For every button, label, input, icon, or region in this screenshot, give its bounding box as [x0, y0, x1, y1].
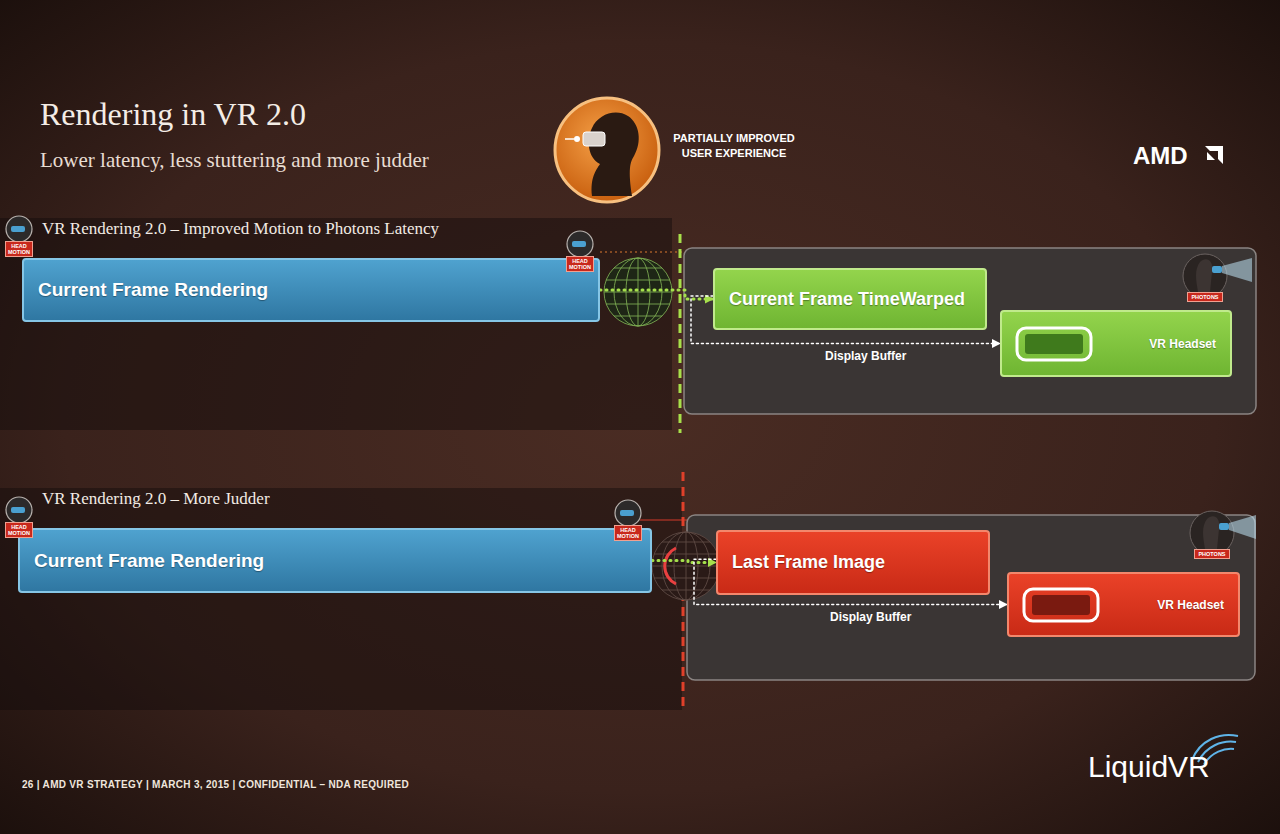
connector: [600, 290, 713, 299]
logo-text: LiquidVR: [1088, 750, 1210, 784]
section-band: VR Rendering 2.0 – Improved Motion to Ph…: [0, 218, 672, 430]
head-motion-headset: [11, 226, 634, 516]
head-motion-icon: [6, 216, 641, 526]
band-strip: [0, 488, 682, 710]
headset-outline: [1024, 589, 1098, 621]
output-panel: [687, 515, 1255, 680]
edge-label: Display Buffer: [822, 349, 909, 363]
slide-title: Rendering in VR 2.0: [40, 96, 306, 133]
box-label: VR Headset: [1149, 337, 1216, 351]
output-panel: [684, 248, 1256, 414]
amd-logo-glyph: [1205, 146, 1223, 164]
edge-label: Display Buffer: [827, 610, 914, 624]
section-band: VR Rendering 2.0 – More JudderCurrent Fr…: [0, 488, 682, 710]
section-heading: VR Rendering 2.0 – Improved Motion to Ph…: [42, 219, 439, 239]
logo-text: AMD: [1133, 142, 1188, 170]
warp-sphere: [604, 258, 672, 326]
process-box: Current Frame TimeWarped: [713, 268, 987, 330]
headset-outline: [1017, 328, 1091, 360]
band-strip: [0, 218, 672, 430]
process-box: Current Frame Rendering: [22, 258, 600, 322]
head-motion-badge: HEAD MOTION: [5, 522, 33, 538]
process-box: VR Headset: [1007, 572, 1240, 637]
box-label: Current Frame TimeWarped: [729, 289, 965, 310]
box-label: Last Frame Image: [732, 552, 885, 573]
headset-screen: [1025, 334, 1083, 354]
process-box: Last Frame Image: [716, 530, 990, 595]
process-box: VR Headset: [1000, 310, 1232, 377]
process-box: Current Frame Rendering: [18, 528, 652, 593]
experience-icon: [555, 98, 659, 202]
headset-screen: [1032, 595, 1090, 615]
warp-sphere: [652, 532, 720, 600]
status-caption: PARTIALLY IMPROVED USER EXPERIENCE: [672, 131, 796, 162]
head-motion-badge: HEAD MOTION: [566, 256, 594, 272]
vsync-line: [679, 234, 682, 433]
box-label: Current Frame Rendering: [34, 550, 264, 572]
head-motion-badge: HEAD MOTION: [614, 525, 642, 541]
headset-icon: [1021, 585, 1101, 625]
footer-text: 26 | AMD VR STRATEGY | MARCH 3, 2015 | C…: [22, 779, 409, 790]
photons-icon: [1183, 254, 1256, 555]
section-heading: VR Rendering 2.0 – More Judder: [42, 489, 270, 509]
subtitle: Lower latency, less stuttering and more …: [40, 148, 429, 173]
photons-badge: PHOTONS: [1187, 292, 1223, 302]
box-label: VR Headset: [1157, 598, 1224, 612]
connector: [652, 561, 716, 563]
photons-badge: PHOTONS: [1194, 549, 1230, 559]
head-motion-badge: HEAD MOTION: [5, 241, 33, 257]
headset-icon: [1014, 324, 1094, 364]
box-label: Current Frame Rendering: [38, 279, 268, 301]
